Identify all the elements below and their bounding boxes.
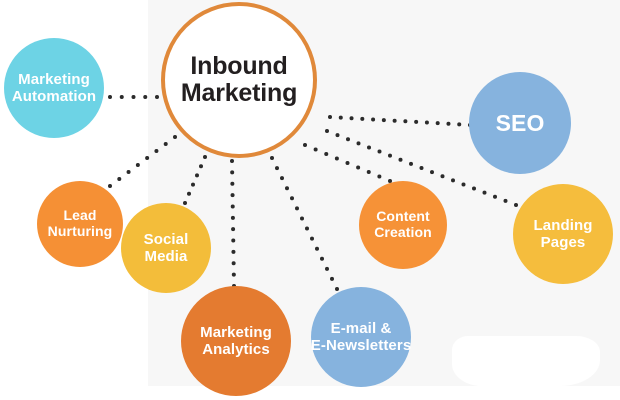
node-label-line2: Pages: [540, 234, 586, 251]
node-label-line2: Creation: [374, 224, 432, 240]
node-label-line1: E-mail &: [330, 319, 392, 337]
node-label-line2: Analytics: [202, 341, 270, 358]
node-label-line1: Social: [143, 230, 189, 248]
node-label-line2: Nurturing: [47, 223, 113, 239]
node-label-line1: Lead: [63, 207, 97, 224]
node-label-seo: SEO: [496, 110, 545, 136]
background-bottom-strip: [0, 386, 620, 400]
node-label-line1: Landing: [533, 216, 593, 234]
hub-node-inbound-marketing[interactable]: Inbound Marketing: [161, 2, 317, 158]
node-label-email-newsletters: E-mail &E-Newsletters: [311, 320, 412, 354]
node-label-line2: Media: [144, 248, 188, 265]
background-white-blob: [452, 336, 600, 386]
node-email-newsletters[interactable]: E-mail &E-Newsletters: [311, 287, 411, 387]
node-seo[interactable]: SEO: [469, 72, 571, 174]
node-label-line2: E-Newsletters: [310, 337, 412, 354]
node-label-line1: Marketing: [18, 70, 90, 88]
node-label-line2: Automation: [11, 88, 97, 105]
node-label-line1: SEO: [495, 109, 545, 136]
node-label-line1: Content: [376, 208, 430, 225]
hub-label: Inbound Marketing: [180, 51, 298, 107]
node-label-line1: Marketing: [200, 323, 272, 341]
